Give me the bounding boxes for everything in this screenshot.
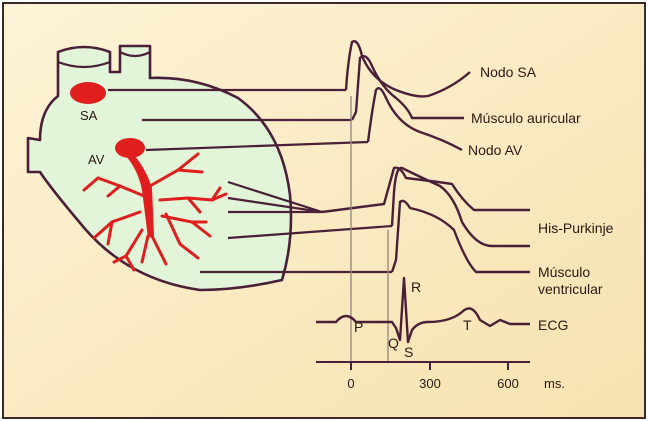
label-atrial-muscle: Músculo auricular	[471, 110, 581, 126]
label-ventricular-1: Músculo	[538, 264, 590, 280]
ecg-wave-t: T	[463, 317, 472, 333]
label-ventricular-2: ventricular	[538, 281, 603, 297]
ecg-wave-r: R	[411, 279, 421, 295]
ecg-wave-q: Q	[388, 335, 399, 351]
av-label: AV	[88, 152, 105, 167]
label-av-node: Nodo AV	[468, 142, 523, 158]
ecg-wave-p: P	[354, 319, 363, 335]
tick-0: 0	[347, 376, 354, 391]
ecg-wave-s: S	[404, 344, 413, 360]
tick-600: 600	[497, 376, 519, 391]
tick-300: 300	[419, 376, 441, 391]
label-his-purkinje: His-Purkinje	[538, 220, 614, 236]
label-ecg: ECG	[538, 317, 568, 333]
time-unit: ms.	[544, 376, 565, 391]
sa-label: SA	[80, 108, 98, 123]
label-sa-node: Nodo SA	[480, 64, 537, 80]
sa-node	[70, 82, 106, 104]
